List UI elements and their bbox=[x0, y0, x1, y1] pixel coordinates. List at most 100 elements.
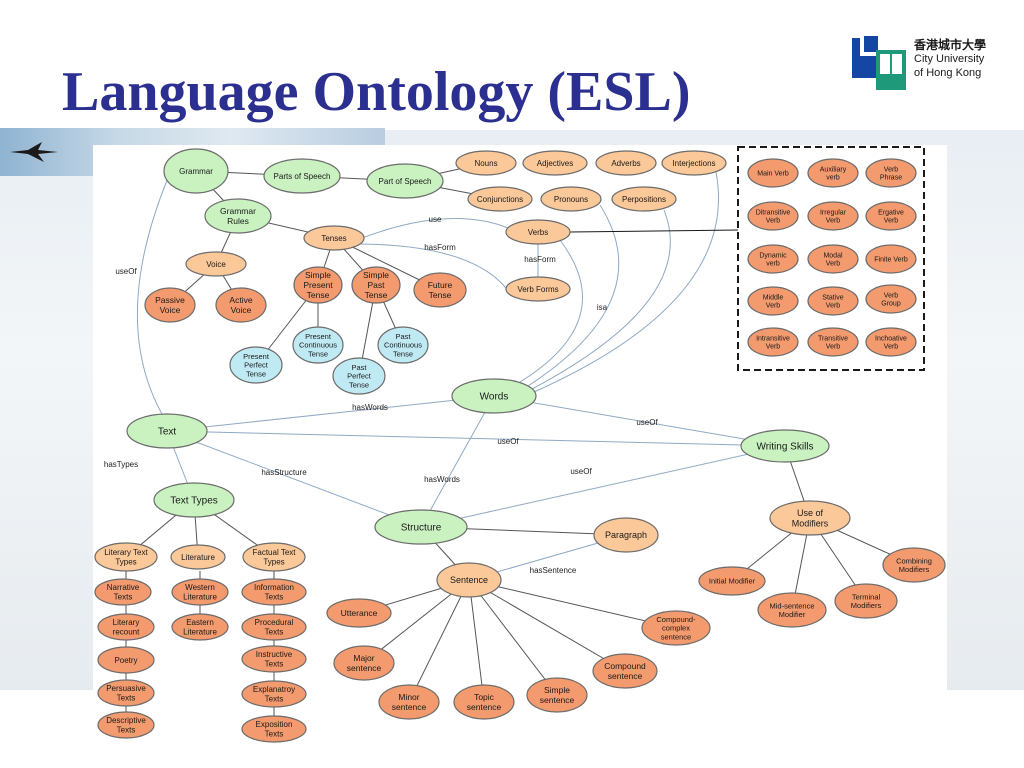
node-shape bbox=[757, 592, 827, 628]
node-label: Pronouns bbox=[554, 195, 588, 204]
node-grammar[interactable]: Grammar bbox=[163, 148, 229, 194]
node-nouns[interactable]: Nouns bbox=[455, 150, 517, 176]
node-voice[interactable]: Voice bbox=[185, 251, 247, 277]
node-label: Paragraph bbox=[605, 530, 647, 540]
node-shape bbox=[97, 613, 155, 641]
node-finite[interactable]: Finite Verb bbox=[865, 244, 917, 274]
node-writing-skills[interactable]: Writing Skills bbox=[740, 429, 830, 463]
node-label: Adverbs bbox=[611, 159, 640, 168]
node-shape bbox=[865, 244, 917, 274]
node-initial-modifier[interactable]: Initial Modifier bbox=[698, 566, 766, 596]
node-tenses[interactable]: Tenses bbox=[303, 225, 365, 251]
node-label: Main Verb bbox=[757, 170, 789, 177]
edge-label-hasWords1: hasWords bbox=[352, 403, 388, 412]
node-adjectives[interactable]: Adjectives bbox=[522, 150, 588, 176]
node-verb-forms[interactable]: Verb Forms bbox=[505, 276, 571, 302]
node-label: Sentence bbox=[450, 575, 488, 585]
node-verbs[interactable]: Verbs bbox=[505, 219, 571, 245]
node-utterance[interactable]: Utterance bbox=[326, 598, 392, 628]
logo-chinese: 香港城市大學 bbox=[914, 38, 987, 52]
node-label: Grammar bbox=[179, 167, 213, 176]
node-text[interactable]: Text bbox=[126, 413, 208, 449]
node-shape bbox=[204, 198, 272, 234]
node-label: Perpositions bbox=[622, 195, 666, 204]
node-adverbs[interactable]: Adverbs bbox=[595, 150, 657, 176]
node-text-types[interactable]: Text Types bbox=[153, 482, 235, 518]
node-parts-of-speech[interactable]: Parts of Speech bbox=[263, 158, 341, 194]
node-interjections[interactable]: Interjections bbox=[661, 150, 727, 176]
node-paragraph[interactable]: Paragraph bbox=[593, 517, 659, 553]
node-conjunctions[interactable]: Conjunctions bbox=[467, 186, 533, 212]
node-part-of-speech[interactable]: Part of Speech bbox=[366, 163, 444, 199]
node-perpositions[interactable]: Perpositions bbox=[611, 186, 677, 212]
node-poetry[interactable]: Poetry bbox=[97, 646, 155, 674]
edge-label-hasTypes: hasTypes bbox=[104, 460, 138, 469]
edge-label-useOf1: useOf bbox=[497, 437, 519, 446]
node-shape bbox=[303, 225, 365, 251]
node-shape bbox=[505, 276, 571, 302]
node-words[interactable]: Words bbox=[451, 378, 537, 414]
node-literature[interactable]: Literature bbox=[170, 544, 226, 570]
node-main-verb[interactable]: Main Verb bbox=[747, 158, 799, 188]
node-label: Adjectives bbox=[537, 159, 573, 168]
node-shape bbox=[747, 201, 799, 231]
node-structure[interactable]: Structure bbox=[374, 509, 468, 545]
node-shape bbox=[747, 244, 799, 274]
node-pronouns[interactable]: Pronouns bbox=[540, 186, 602, 212]
node-sentence[interactable]: Sentence bbox=[436, 562, 502, 598]
node-shape bbox=[865, 158, 917, 188]
